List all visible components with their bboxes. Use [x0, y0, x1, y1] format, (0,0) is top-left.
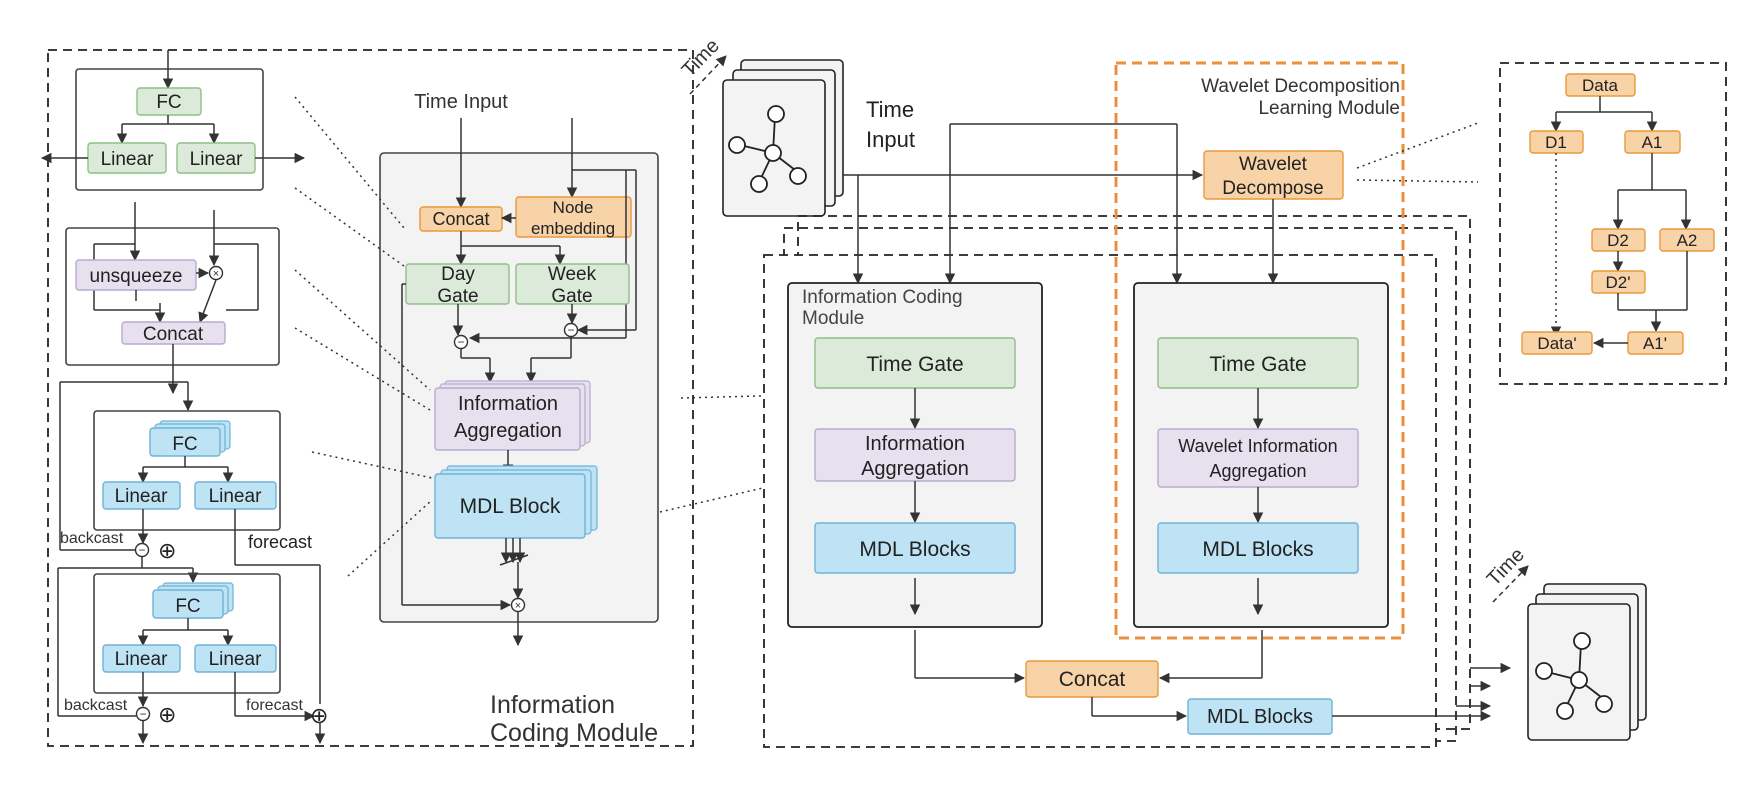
time-gate-label-2: Time Gate	[1209, 353, 1306, 376]
info-agg-center-label-2: Aggregation	[454, 420, 562, 442]
linear-label-top-right: Linear	[190, 149, 243, 170]
concat-label-center: Concat	[432, 209, 489, 229]
day-gate-label-2: Gate	[437, 286, 478, 307]
svg-text:×: ×	[213, 268, 219, 280]
mdl-block-center-label: MDL Block	[460, 495, 561, 518]
left-detail-module: FC Linear Linear unsqueeze × Concat	[40, 49, 798, 747]
add-op-icon: ⊕	[158, 538, 176, 563]
concat-label-bottom: Concat	[1059, 668, 1126, 691]
info-coding-panel: Information Coding Module Time Gate Info…	[787, 282, 1043, 628]
svg-text:×: ×	[515, 600, 521, 612]
multiply-op-icon	[208, 265, 224, 281]
fc-group-box	[75, 68, 264, 191]
node-embedding-box	[515, 196, 632, 238]
mdl-blocks-box-2	[1157, 522, 1359, 574]
stack1-linear-right-label: Linear	[209, 486, 262, 507]
unsqueeze-label: unsqueeze	[90, 266, 183, 287]
wavelet-panel: Time Gate Wavelet Information Aggregatio…	[1133, 282, 1389, 628]
graph-input-stack: Time	[678, 35, 844, 217]
tree-a2-label: A2	[1677, 231, 1698, 250]
stack1-backcast-label: backcast	[60, 530, 124, 547]
mdl-blocks-label-1: MDL Blocks	[859, 538, 970, 561]
subtract-op-icon	[134, 542, 150, 558]
mdl-blocks-label-2: MDL Blocks	[1202, 538, 1313, 561]
stack2-linear-left-box	[102, 644, 181, 673]
left-module-border	[47, 49, 694, 747]
fc-box-top	[136, 87, 202, 116]
stack2-linear-right-label: Linear	[209, 649, 262, 670]
tree-a1p-label: A1'	[1643, 334, 1667, 353]
time-axis-label-output: Time	[1483, 544, 1529, 591]
tree-data-prime-label: Data'	[1537, 334, 1576, 353]
tree-data-prime-box	[1521, 331, 1593, 355]
tree-data-label: Data	[1582, 76, 1618, 95]
mdl-block-center-box	[434, 473, 586, 539]
stack1-linear-left-box	[102, 481, 181, 510]
time-input-label-center: Time Input	[414, 91, 508, 113]
tree-d2p-label: D2'	[1606, 273, 1631, 292]
svg-text:−: −	[567, 323, 574, 337]
stack1-forecast-label: forecast	[248, 532, 312, 552]
info-agg-label-1b: Aggregation	[861, 458, 969, 480]
stack1-fc-label: FC	[172, 434, 197, 455]
week-gate-label-2: Gate	[551, 286, 592, 307]
fc-label-top: FC	[156, 92, 181, 113]
stack2-backcast-label: backcast	[64, 697, 128, 714]
time-input-label-2: Input	[866, 127, 915, 152]
wavelet-agg-label-2: Aggregation	[1209, 461, 1306, 481]
wavelet-decompose-label-2: Decompose	[1222, 178, 1323, 199]
node-embedding-label-2: embedding	[531, 219, 615, 238]
node-embedding-label-1: Node	[553, 198, 594, 217]
wavelet-decompose-label-1: Wavelet	[1239, 154, 1308, 175]
time-input-label-1: Time	[866, 97, 914, 122]
day-gate-label-1: Day	[441, 264, 475, 285]
tree-a1-label: A1	[1642, 133, 1663, 152]
stack2-forecast-label: forecast	[246, 697, 303, 714]
svg-text:−: −	[139, 707, 146, 721]
stack1-box	[93, 410, 281, 531]
week-gate-label-1: Week	[548, 264, 597, 285]
info-agg-label-1a: Information	[865, 433, 965, 455]
stack2-fc-label: FC	[175, 596, 200, 617]
mdl-blocks-box-1	[814, 522, 1016, 574]
left-module-title-1: Information	[490, 691, 615, 719]
info-coding-title-1: Information Coding	[802, 287, 963, 308]
svg-text:−: −	[138, 543, 145, 557]
svg-text:⊕: ⊕	[158, 702, 176, 727]
time-gate-label-1: Time Gate	[866, 353, 963, 376]
wavelet-tree-border	[1499, 62, 1727, 385]
tree-d1-label: D1	[1545, 133, 1567, 152]
tree-d2-label: D2	[1607, 231, 1629, 250]
wavelet-tree: Data D1 A1 D2 A2 D2' Data' A1'	[1356, 62, 1727, 385]
left-module-title-2: Coding Module	[490, 719, 658, 747]
wavelet-module-title-2: Learning Module	[1258, 98, 1400, 119]
wavelet-agg-label-1: Wavelet Information	[1178, 436, 1337, 456]
svg-text:−: −	[457, 335, 464, 349]
linear-label-top-left: Linear	[101, 149, 154, 170]
info-coding-title-2: Module	[802, 308, 864, 329]
info-agg-center-label-1: Information	[458, 393, 558, 415]
concat-label-left: Concat	[143, 324, 204, 345]
time-axis-label-input: Time	[678, 35, 724, 82]
mdl-blocks-label-bottom: MDL Blocks	[1207, 706, 1313, 728]
stack2-box	[93, 573, 281, 694]
stack2-linear-left-label: Linear	[115, 649, 168, 670]
wavelet-module-title-1: Wavelet Decomposition	[1201, 76, 1400, 97]
graph-output-stack: Time	[1483, 544, 1647, 741]
stack1-linear-left-label: Linear	[115, 486, 168, 507]
svg-text:⊕: ⊕	[310, 703, 328, 728]
